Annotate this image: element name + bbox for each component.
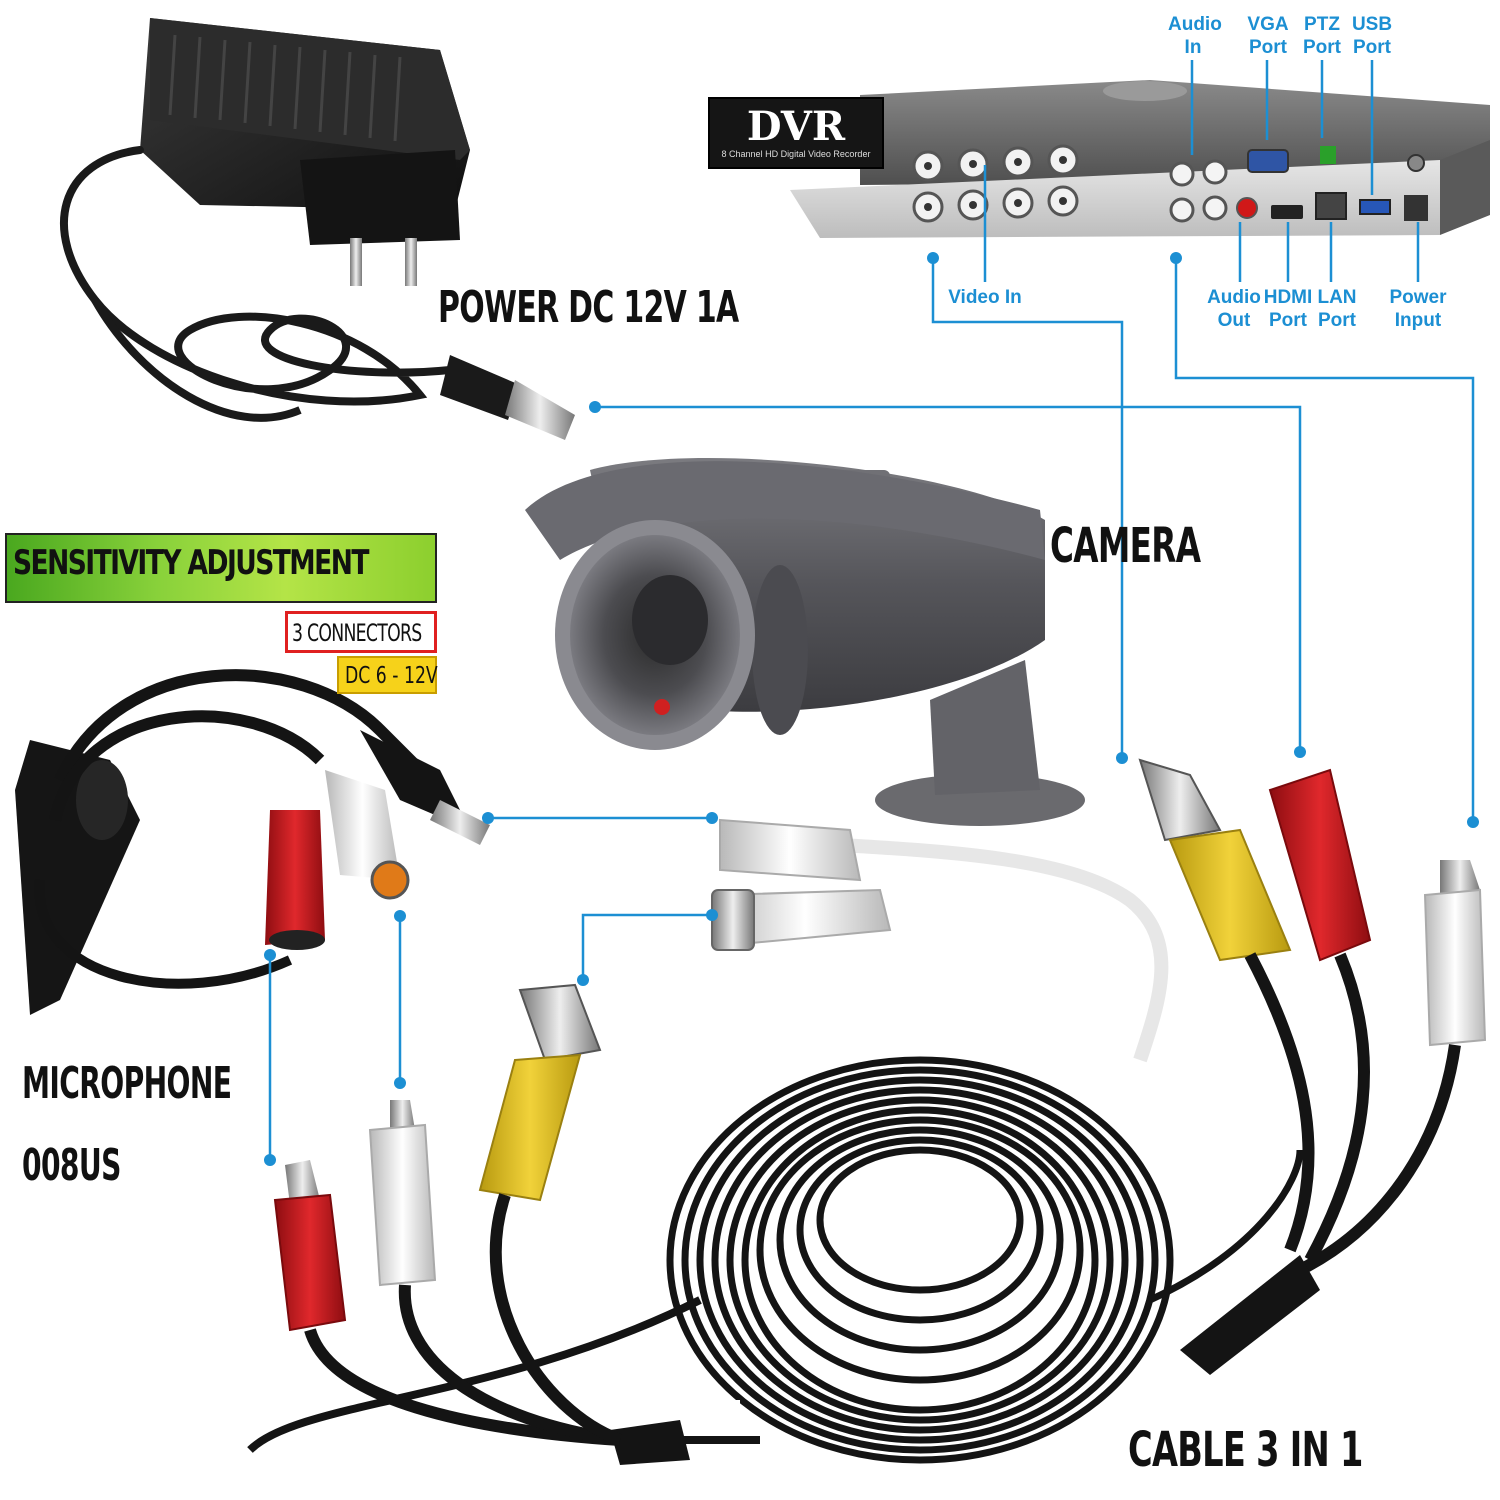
caption-cable: CABLE 3 IN 1 <box>1128 1422 1363 1478</box>
dvr-recorder-icon <box>790 80 1490 238</box>
bnc-connector-icon <box>1138 758 1315 1253</box>
rca-connector-icon <box>368 1100 621 1446</box>
dc-plug-icon <box>1268 768 1372 1263</box>
label-text: PTZ Port <box>1303 14 1341 58</box>
label-lan-port: LAN Port <box>1312 286 1362 332</box>
label-ptz-port: PTZ Port <box>1297 13 1347 59</box>
dvr-badge-title: DVR <box>746 103 846 150</box>
label-vga-port: VGA Port <box>1243 13 1293 59</box>
voltage-text: DC 6 - 12V <box>345 663 438 689</box>
sensitivity-text: SENSITIVITY ADJUSTMENT <box>13 543 369 583</box>
caption-microphone-model: 008US <box>22 1140 121 1191</box>
bnc-connector-icon <box>478 983 623 1446</box>
sensitivity-badge: SENSITIVITY ADJUSTMENT <box>5 533 437 603</box>
coiled-cable-icon <box>247 1056 1304 1464</box>
rca-connector-icon <box>711 818 1169 1063</box>
label-power-input: Power Input <box>1386 286 1450 332</box>
label-text: Video In <box>948 287 1022 308</box>
label-text: HDMI Port <box>1263 287 1313 331</box>
label-audio-in: Audio In <box>1168 13 1222 59</box>
caption-camera: CAMERA <box>1050 518 1201 574</box>
caption-microphone: MICROPHONE <box>22 1058 232 1109</box>
label-text: Audio Out <box>1207 287 1261 331</box>
leader-lines <box>268 60 1475 1160</box>
label-audio-out: Audio Out <box>1204 286 1264 332</box>
label-text: Power Input <box>1389 287 1447 331</box>
bullet-camera-icon <box>525 458 1085 826</box>
connectors-text: 3 CONNECTORS <box>292 619 422 647</box>
dvr-badge: DVR 8 Channel HD Digital Video Recorder <box>708 97 884 169</box>
label-hdmi-port: HDMI Port <box>1261 286 1315 332</box>
label-video-in: Video In <box>945 286 1025 309</box>
label-text: VGA Port <box>1247 14 1289 58</box>
label-text: LAN Port <box>1317 287 1357 331</box>
power-adapter-icon <box>59 18 575 440</box>
label-text: USB Port <box>1351 14 1393 58</box>
dvr-badge-subtitle: 8 Channel HD Digital Video Recorder <box>721 149 871 159</box>
caption-power: POWER DC 12V 1A <box>438 282 739 333</box>
label-usb-port: USB Port <box>1347 13 1397 59</box>
label-text: Audio In <box>1168 14 1222 58</box>
rca-connector-icon <box>1180 860 1487 1375</box>
connectors-badge: 3 CONNECTORS <box>285 611 437 653</box>
microphone-icon <box>15 669 490 1015</box>
dc-plug-icon <box>273 1160 621 1446</box>
leader-dots <box>264 252 1479 1166</box>
voltage-badge: DC 6 - 12V <box>337 656 438 694</box>
